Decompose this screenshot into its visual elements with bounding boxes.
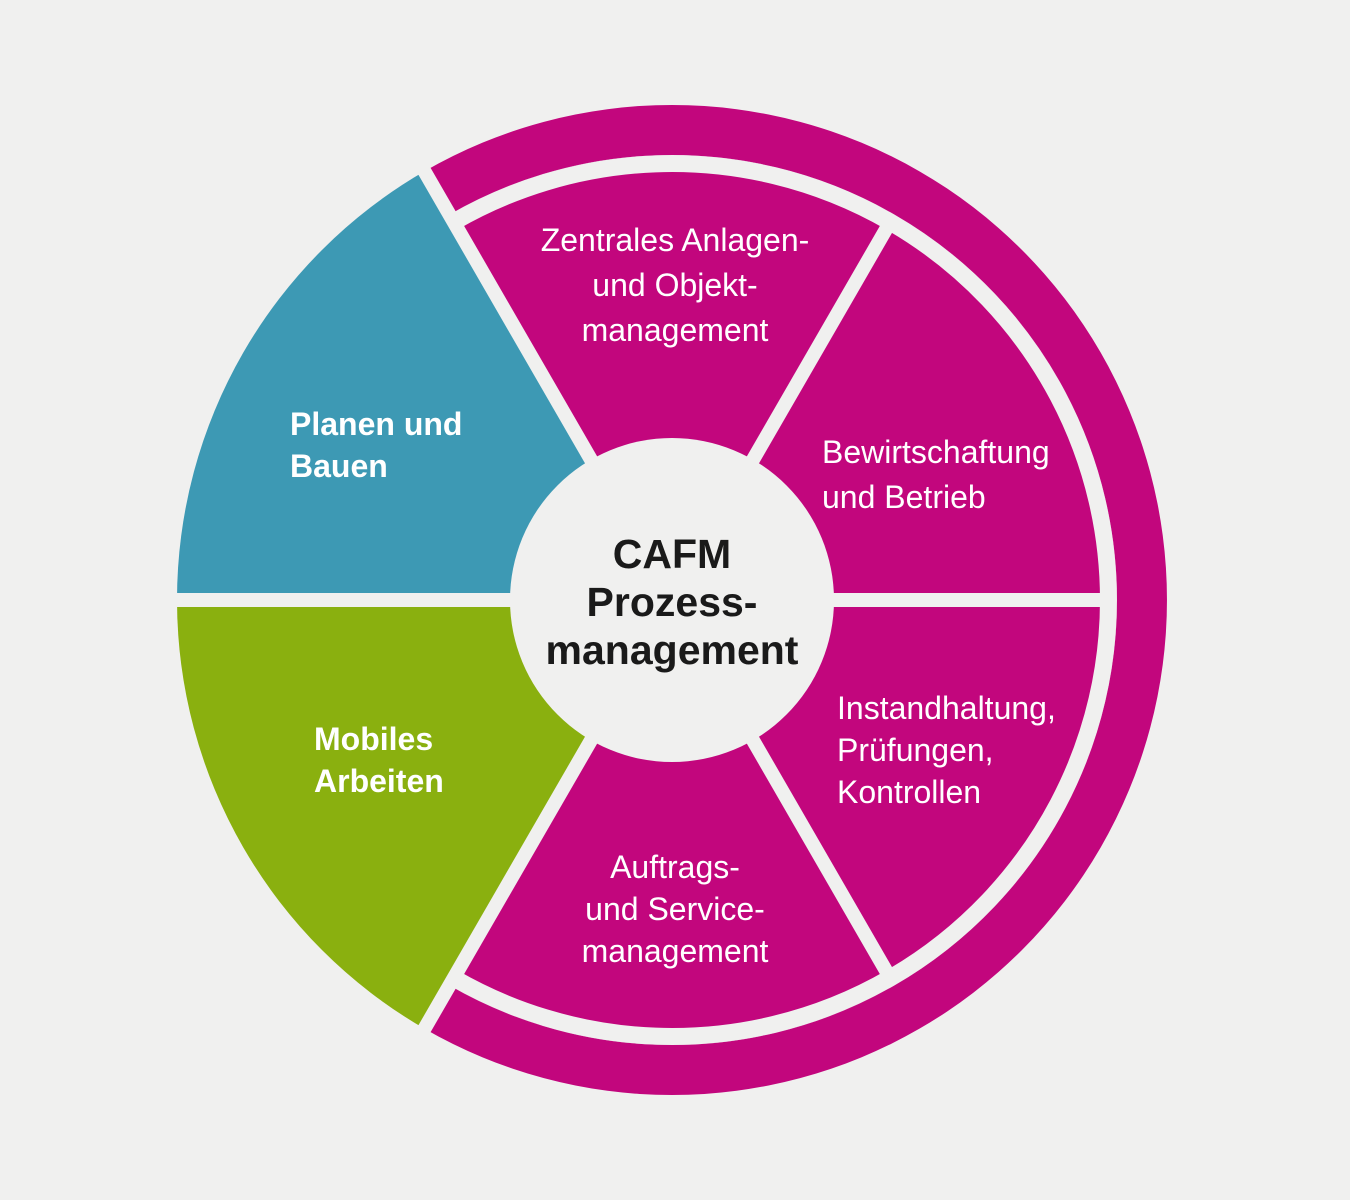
divider-lower-right [735, 717, 897, 982]
divider-upper-left [408, 150, 609, 483]
segment-auftrags-und-servicemanagement [449, 600, 895, 1046]
center-hub [510, 438, 834, 762]
divider-upper-right [735, 218, 897, 483]
segment-mobiles-arbeiten [177, 600, 672, 1029]
segment-planen-und-bauen [177, 171, 672, 601]
divider-lower-left [408, 717, 609, 1050]
ring-separator-arc [449, 155, 1117, 1045]
segment-zentrales-anlagen-und-objektmanagement [449, 154, 895, 600]
